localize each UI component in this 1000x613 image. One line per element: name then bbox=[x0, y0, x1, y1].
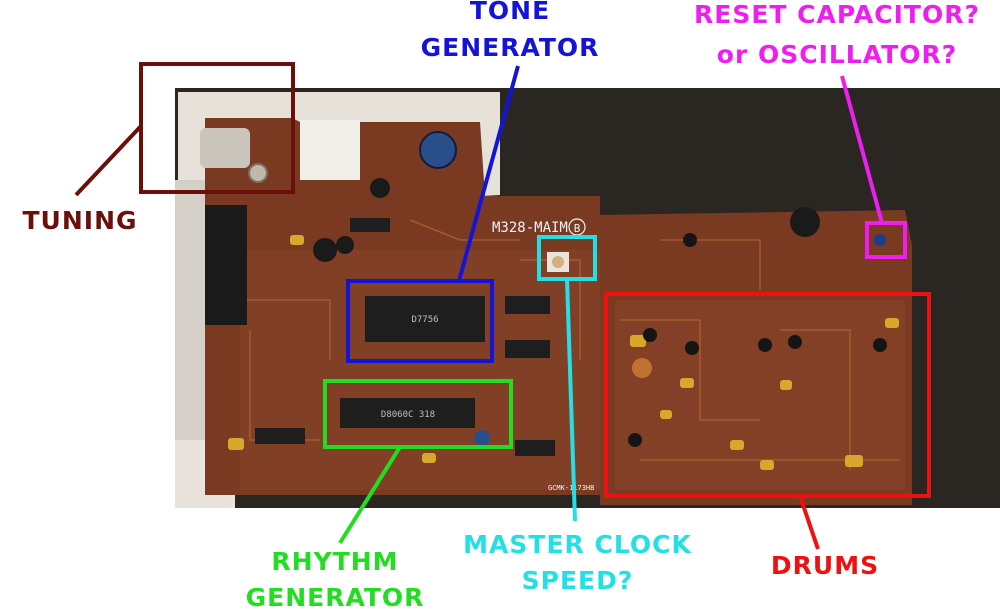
board-revision-silkscreen: B bbox=[574, 222, 581, 235]
tone-generator-label-line-2: GENERATOR bbox=[420, 33, 600, 62]
small-chip-3 bbox=[255, 428, 305, 444]
small-chip-1 bbox=[505, 296, 550, 314]
potentiometer bbox=[200, 128, 250, 168]
tuning-label: TUNING bbox=[0, 206, 160, 236]
reset-capacitor-pointer bbox=[840, 75, 884, 224]
ceramic-capacitors bbox=[228, 235, 899, 470]
rhythm-generator-pointer bbox=[338, 445, 402, 545]
small-chip-4 bbox=[515, 440, 555, 456]
tone-chip-marking: D7756 bbox=[411, 315, 438, 325]
rhythm-generator-label-line-1: RHYTHM bbox=[271, 547, 399, 576]
electrolytic-capacitors bbox=[313, 131, 820, 446]
rhythm-generator-label: RHYTHM GENERATOR bbox=[230, 547, 440, 613]
transistors bbox=[628, 233, 887, 447]
reset-capacitor-label-line-2: or OSCILLATOR? bbox=[716, 40, 958, 69]
reset-capacitor-label: RESET CAPACITOR? or OSCILLATOR? bbox=[672, 0, 1000, 70]
reset-capacitor-label-line-1: RESET CAPACITOR? bbox=[694, 0, 980, 29]
small-chip-5 bbox=[350, 218, 390, 232]
master-clock-label-line-2: SPEED? bbox=[521, 566, 634, 595]
reset-capacitor-highlight-box bbox=[865, 221, 907, 259]
tone-generator-label: TONE GENERATOR bbox=[405, 0, 615, 63]
drums-highlight-box bbox=[604, 292, 931, 498]
master-clock-label: MASTER CLOCK SPEED? bbox=[455, 530, 700, 596]
board-part-code-silkscreen: GCMK-1173HB bbox=[548, 484, 594, 492]
master-clock-label-line-1: MASTER CLOCK bbox=[463, 530, 692, 559]
tuning-label-line-1: TUNING bbox=[22, 206, 138, 235]
board-model-silkscreen: M328-MAIM bbox=[492, 220, 568, 236]
drums-label: DRUMS bbox=[755, 551, 895, 581]
rhythm-chip-marking: D8060C 318 bbox=[381, 410, 435, 420]
rhythm-generator-chip bbox=[340, 398, 475, 428]
drums-pointer bbox=[798, 495, 820, 550]
white-plug bbox=[300, 120, 360, 180]
tone-generator-chip bbox=[365, 296, 485, 342]
small-chip-2 bbox=[505, 340, 550, 358]
tone-generator-highlight-box bbox=[346, 279, 494, 363]
tone-generator-label-line-1: TONE bbox=[469, 0, 551, 25]
master-clock-pointer bbox=[565, 278, 577, 522]
ribbon-connector bbox=[205, 205, 247, 325]
tone-generator-pointer bbox=[457, 65, 520, 282]
tuning-pointer bbox=[74, 124, 143, 197]
tuning-pot-knob bbox=[248, 163, 268, 183]
rhythm-generator-label-line-2: GENERATOR bbox=[245, 583, 425, 612]
rhythm-generator-highlight-box bbox=[323, 379, 513, 449]
trimmer-screw bbox=[552, 256, 564, 268]
drums-label-line-1: DRUMS bbox=[770, 551, 880, 580]
